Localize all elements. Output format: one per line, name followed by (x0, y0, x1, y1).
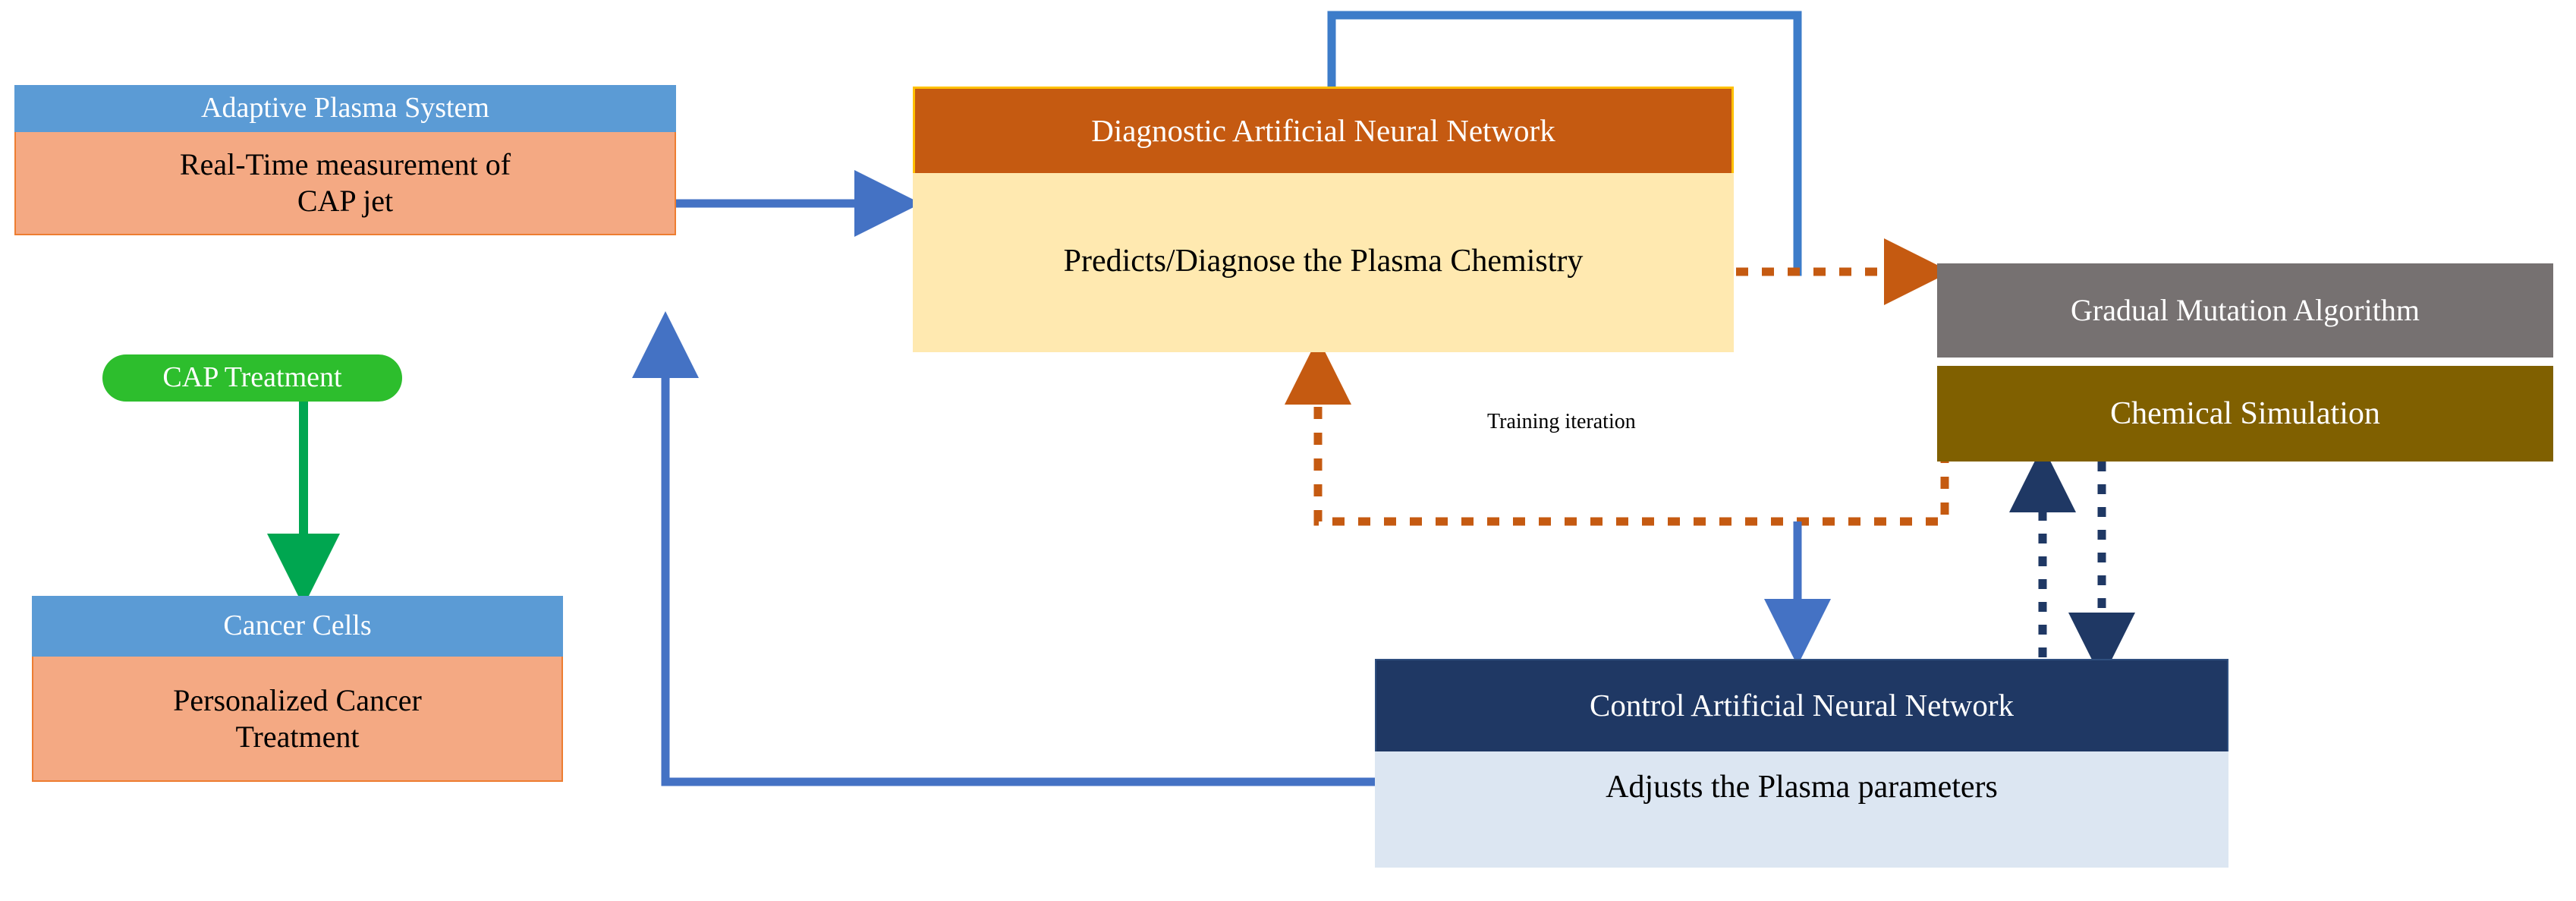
node-chemical-simulation-body[interactable]: Chemical Simulation (1937, 366, 2553, 462)
edge-label-training-iteration: Training iteration (1487, 410, 1636, 433)
node-control-ann-body[interactable]: Adjusts the Plasma parameters (1375, 751, 2228, 868)
edge-control-ann-to-plasma-feedback (632, 311, 1375, 786)
node-cancer-cells-header[interactable]: Cancer Cells (32, 596, 563, 657)
node-adaptive-plasma-system-header[interactable]: Adaptive Plasma System (14, 85, 676, 132)
node-control-ann-header[interactable]: Control Artificial Neural Network (1375, 659, 2228, 751)
node-cancer-cells-body[interactable]: Personalized Cancer Treatment (32, 657, 563, 782)
node-diagnostic-ann-body[interactable]: Predicts/Diagnose the Plasma Chemistry (913, 173, 1734, 352)
node-cap-treatment[interactable]: CAP Treatment (102, 354, 402, 402)
node-gradual-mutation-algorithm-header[interactable]: Gradual Mutation Algorithm (1937, 263, 2553, 358)
node-adaptive-plasma-system-body[interactable]: Real-Time measurement of CAP jet (14, 132, 676, 235)
edge-training-iteration-feedback (1285, 338, 1949, 526)
node-diagnostic-ann-header[interactable]: Diagnostic Artificial Neural Network (913, 87, 1734, 173)
